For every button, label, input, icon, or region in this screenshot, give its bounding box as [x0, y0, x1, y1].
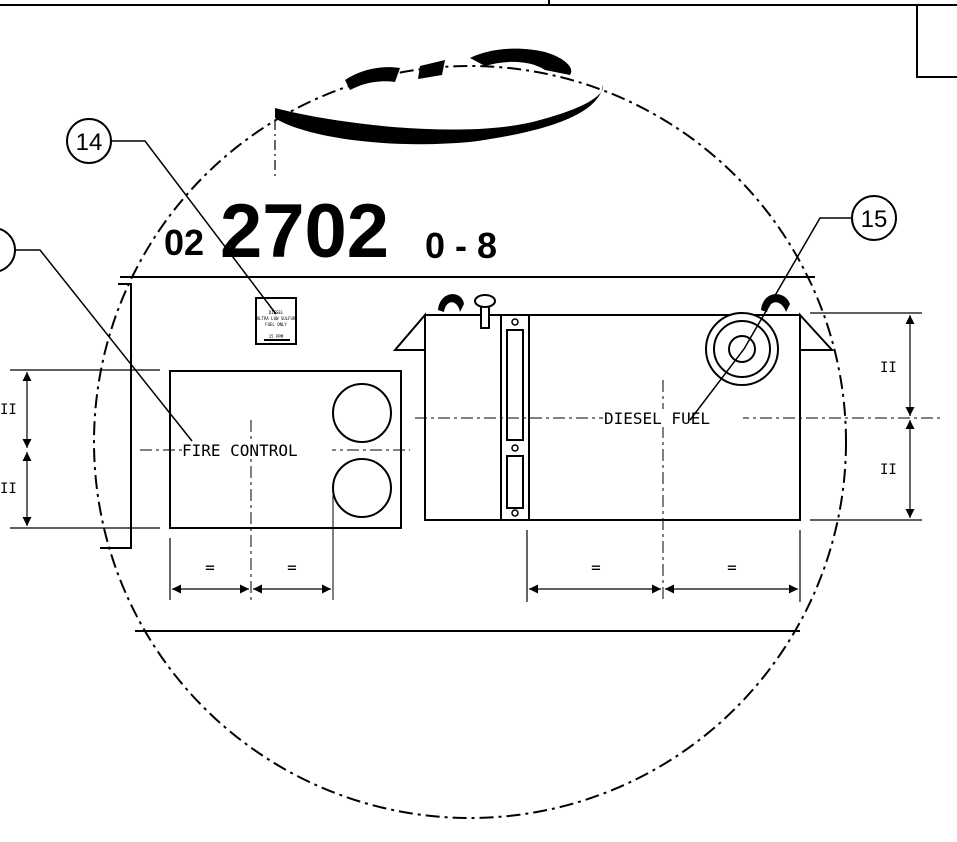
callout-13: 3 — [0, 228, 16, 272]
left-dim-mark-lower: II — [0, 481, 17, 497]
tank-dim-equal-right: = — [727, 558, 737, 577]
fuel-tank-right-dimension — [810, 312, 922, 521]
callout-14: 14 — [66, 118, 112, 164]
vehicle-number: 02 2702 0 - 8 — [164, 189, 497, 274]
left-dimension — [10, 369, 160, 529]
callout-15: 15 — [851, 195, 897, 241]
placard-line-2: ULTRA LOW SULFUR — [257, 316, 296, 321]
fire-control-port-upper — [332, 383, 392, 443]
placard-line-1: DIESEL — [269, 310, 284, 315]
diesel-fuel-tank: DIESEL FUEL — [392, 294, 940, 600]
fire-control-bottom-dimension — [169, 538, 331, 600]
callout-15-number: 15 — [861, 206, 888, 233]
tank-dim-equal-left: = — [591, 558, 601, 577]
fuel-fill-cap — [705, 312, 779, 386]
placard-line-4: 15 PPM — [269, 334, 284, 339]
number-prefix: 02 — [164, 222, 204, 263]
fire-control-port-lower — [332, 458, 392, 518]
tank-dim-mark-upper: II — [880, 360, 897, 376]
small-placard: DIESEL ULTRA LOW SULFUR FUEL ONLY 15 PPM — [255, 297, 297, 345]
logo-swoosh — [274, 48, 604, 180]
fire-control-label: FIRE CONTROL — [182, 441, 298, 460]
tank-dim-mark-lower: II — [880, 462, 897, 478]
callout-leaders — [15, 140, 852, 442]
body-panel-lines — [100, 276, 815, 632]
fc-dim-equal-left: = — [205, 558, 215, 577]
title-block-border — [0, 0, 957, 78]
fc-dim-equal-right: = — [287, 558, 297, 577]
number-suffix: 0 - 8 — [425, 225, 497, 266]
number-main: 2702 — [220, 189, 389, 274]
fire-control-panel: FIRE CONTROL — [140, 370, 410, 600]
placard-line-3: FUEL ONLY — [265, 322, 287, 327]
fuel-tank-bottom-dimension — [526, 530, 801, 602]
diesel-fuel-label: DIESEL FUEL — [604, 409, 710, 428]
left-dim-mark-upper: II — [0, 402, 17, 418]
callout-14-number: 14 — [76, 129, 103, 156]
detail-circle — [93, 65, 847, 819]
